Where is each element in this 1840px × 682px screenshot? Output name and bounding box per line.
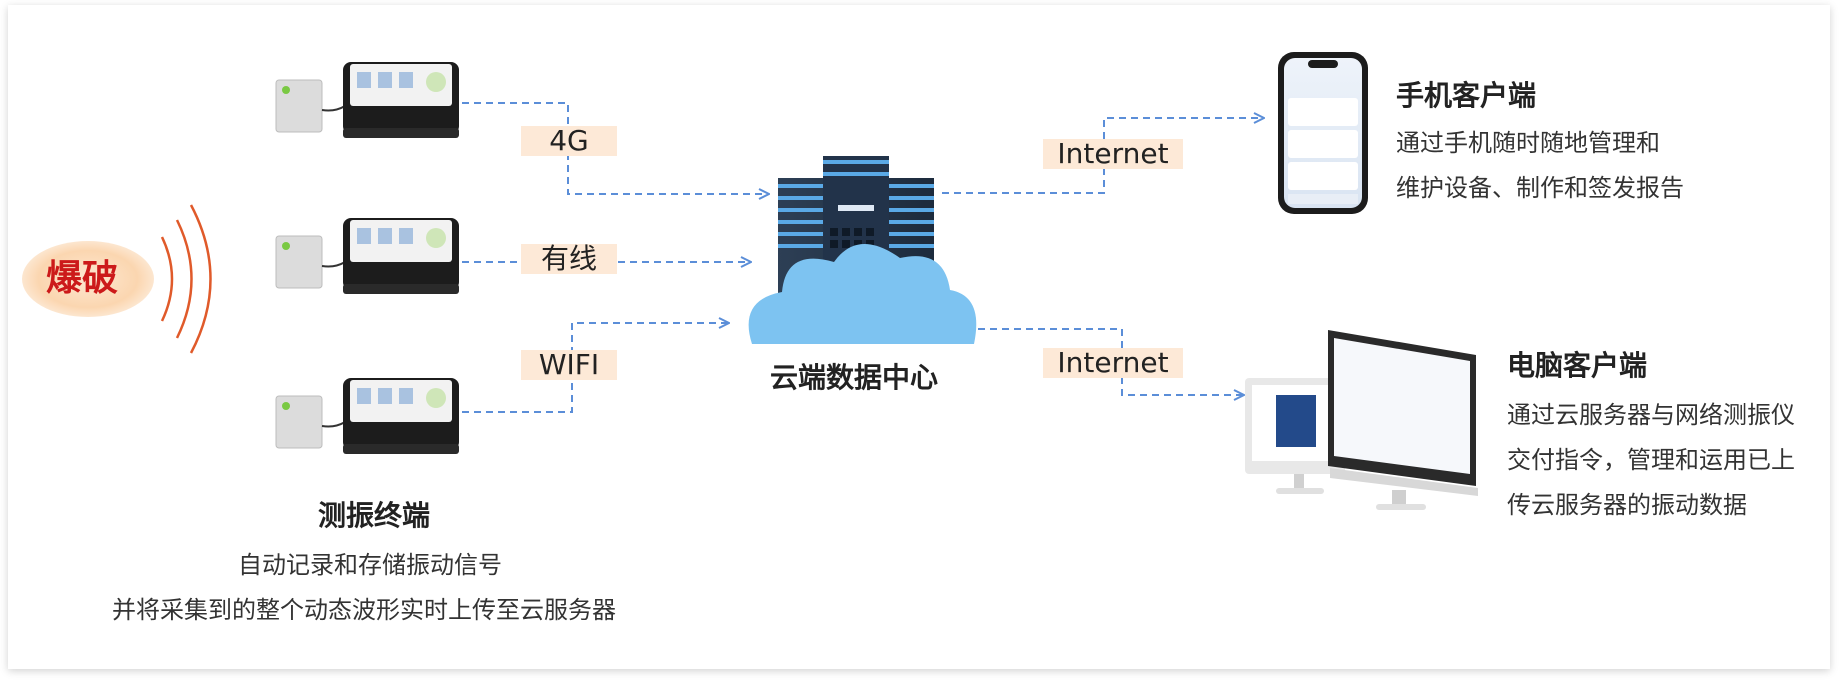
cloud-title: 云端数据中心 [770, 361, 939, 394]
terminal-desc-2: 并将采集到的整个动态波形实时上传至云服务器 [112, 596, 616, 624]
device-4g [275, 62, 459, 138]
arrow-internet-bottom [978, 328, 1243, 395]
tag-wifi: WIFI [521, 350, 617, 380]
tag-4g: 4G [521, 126, 617, 156]
tag-wired: 有线 [521, 244, 617, 274]
pc-desc-1: 通过云服务器与网络测振仪 [1507, 401, 1795, 429]
tag-internet-bottom: Internet [1043, 348, 1183, 378]
pc-title: 电脑客户端 [1507, 349, 1648, 382]
pc-desc-3: 传云服务器的振动数据 [1507, 491, 1747, 519]
mobile-desc-1: 通过手机随时随地管理和 [1396, 129, 1660, 157]
blast-label: 爆破 [46, 258, 119, 299]
arrow-wifi [462, 323, 728, 413]
mobile-desc-2: 维护设备、制作和签发报告 [1396, 174, 1684, 202]
pc-desc-2: 交付指令，管理和运用已上 [1507, 446, 1795, 474]
device-wifi [275, 378, 459, 454]
computer-monitors [1245, 330, 1478, 510]
mobile-phone [1278, 52, 1368, 214]
tag-internet-top: Internet [1043, 139, 1183, 169]
arrow-internet-top [942, 118, 1263, 194]
device-wired [275, 218, 459, 294]
cloud-datacenter [748, 156, 977, 344]
blast-source [22, 204, 212, 354]
arrow-4g [462, 102, 768, 194]
terminal-title: 测振终端 [318, 499, 431, 532]
terminal-desc-1: 自动记录和存储振动信号 [238, 551, 502, 579]
mobile-title: 手机客户端 [1396, 79, 1537, 112]
